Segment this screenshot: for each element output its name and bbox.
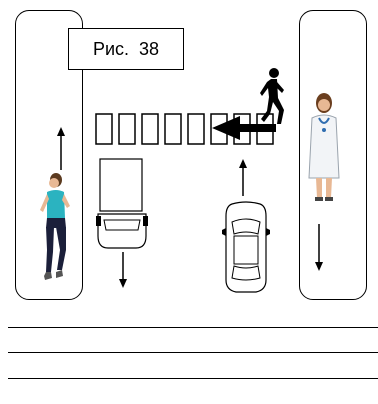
answer-line (8, 327, 378, 328)
doctor-arrow-down-icon (315, 224, 323, 271)
car-arrow-up-icon (239, 159, 247, 196)
runner-arrow-up-icon (57, 127, 65, 170)
truck-arrow-down-icon (119, 252, 127, 288)
answer-line (8, 352, 378, 353)
answer-line (8, 378, 378, 379)
